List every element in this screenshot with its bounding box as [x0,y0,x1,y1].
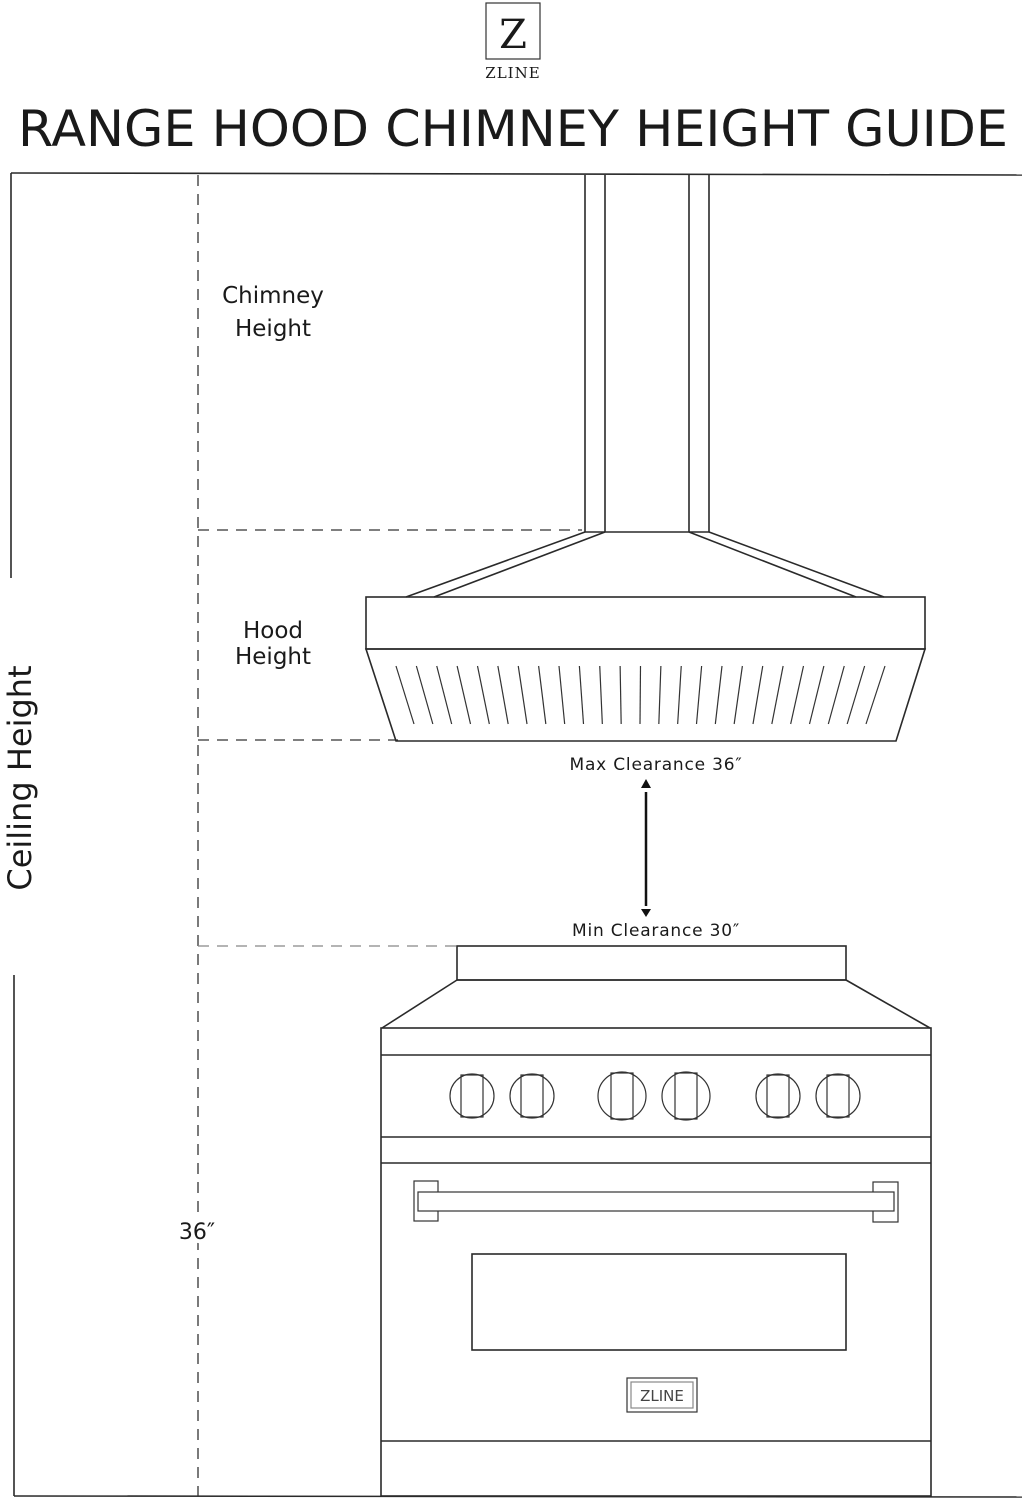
baffle-slat [415,665,434,725]
baffle-slat [599,665,603,725]
knob-icon [815,1073,861,1119]
baffle-slat [733,665,743,725]
baffle-slat [517,665,528,725]
zline-badge: ZLINE [626,1377,698,1413]
knob-grip [826,1074,850,1118]
knob-grip [460,1074,484,1118]
hood-base [364,648,927,742]
baffle-slat [558,665,566,725]
handle-bar [417,1191,895,1212]
clearance-arrow [641,779,651,917]
range-hood [364,531,927,742]
badge-text: ZLINE [640,1387,684,1405]
knob-icon [509,1073,555,1119]
baffle-slat [827,665,845,725]
baffle-slat [695,665,703,725]
baffle-slat [658,665,662,725]
canopy-edge [433,531,606,598]
knob-ring [755,1073,801,1119]
logo-box [485,2,541,60]
chimney-height-label-line2: Height [235,316,311,342]
baffle-slat [578,665,585,725]
baffle-slat [476,665,490,725]
control-knobs [449,1071,861,1121]
baffle-slat [790,665,805,725]
canopy-edge [405,531,586,598]
page-title: RANGE HOOD CHIMNEY HEIGHT GUIDE [18,100,1008,158]
knob-icon [661,1071,711,1121]
max-clearance-label: Max Clearance 36″ [570,755,743,775]
cooktop-edge-right [845,979,931,1029]
hood-height-label-line2: Height [235,644,311,670]
zline-logo: Z ZLINE [485,2,541,82]
knob-ring [661,1071,711,1121]
knob-icon [597,1071,647,1121]
range-body [380,1027,932,1497]
range-backsplash [456,945,847,981]
knob-ring [449,1073,495,1119]
chimney-height-label-line1: Chimney [222,283,324,309]
range-oven: ZLINE [380,945,932,1497]
arrow-up-icon [641,779,651,788]
logo-letter: Z [499,12,527,58]
oven-door-handle [413,1180,899,1223]
min-clearance-label: Min Clearance 30″ [572,921,740,941]
baffle-slat [436,665,453,725]
baffle-slat [677,665,682,725]
knob-grip [520,1074,544,1118]
knob-icon [755,1073,801,1119]
hood-chimney [584,175,710,533]
badge-inner [630,1381,694,1409]
baffle-slat [456,665,472,725]
baffle-slat [865,665,886,725]
knob-grip [674,1072,698,1120]
knob-ring [815,1073,861,1119]
hood-baffles [395,665,886,725]
knob-grip [766,1074,790,1118]
baffle-slat [752,665,764,725]
baffle-slat [497,665,509,725]
range-height-label: 36″ [179,1220,215,1245]
baffle-slat [808,665,825,725]
arrow-down-icon [641,909,651,917]
baffle-slat [771,665,784,725]
badge-outer [626,1377,698,1413]
baffle-slat [619,665,622,725]
baffle-slat [639,665,642,725]
knob-ring [509,1073,555,1119]
knob-ring [597,1071,647,1121]
ceiling-height-label: Ceiling Height [1,665,39,890]
ceiling-line [10,172,1022,176]
knob-icon [449,1073,495,1119]
cooktop-edge-left [381,979,458,1029]
baffle-slat [846,665,866,725]
canopy-edge [688,531,857,598]
baffle-slat [714,665,723,725]
baffle-slat [395,665,415,725]
logo-brand: ZLINE [485,64,540,82]
baffle-slat [538,665,547,725]
hood-height-label-line1: Hood [243,618,303,644]
oven-window [471,1253,847,1351]
hood-band [365,596,926,650]
canopy-edge [708,531,885,598]
knob-grip [610,1072,634,1120]
